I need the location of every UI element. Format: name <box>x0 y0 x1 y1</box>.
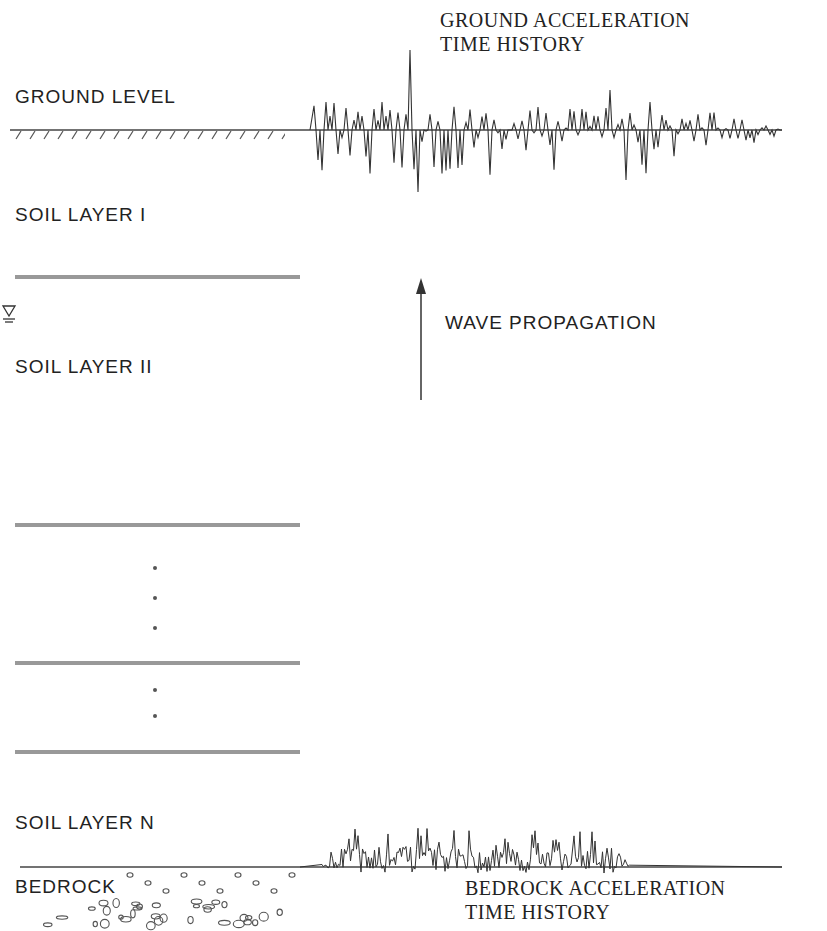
arrow-label: WAVE PROPAGATION <box>445 312 657 335</box>
pebble <box>99 900 108 906</box>
pebble <box>119 915 123 919</box>
pebble <box>253 920 258 926</box>
pebble <box>277 909 282 915</box>
trace-title: BEDROCK ACCELERATION TIME HISTORY <box>465 876 765 924</box>
pebble <box>43 923 52 927</box>
pebble <box>188 917 193 924</box>
pebble <box>56 916 67 919</box>
pebble <box>181 873 187 877</box>
pebble <box>151 914 160 919</box>
pebble <box>244 920 252 925</box>
ground-hatch <box>10 131 285 140</box>
layer-boundary <box>15 275 300 279</box>
pebble <box>103 906 110 915</box>
pebble <box>132 902 140 906</box>
layer-label: SOIL LAYER I <box>15 204 146 227</box>
layer-boundary <box>15 523 300 527</box>
pebble <box>147 922 156 930</box>
rock-label: BEDROCK <box>15 876 116 899</box>
pebble <box>152 903 160 908</box>
pebble <box>193 905 199 908</box>
pebble <box>218 920 230 925</box>
pebble <box>163 889 169 893</box>
pebble <box>100 919 109 928</box>
pebble <box>199 881 205 885</box>
water-table-symbol <box>3 306 15 322</box>
pebble <box>253 881 259 885</box>
pebble <box>113 899 119 908</box>
pebble <box>145 881 151 885</box>
continuation-dots <box>153 566 157 718</box>
bedrock-acceleration-trace <box>300 828 782 873</box>
pebble <box>203 905 215 909</box>
layer-label: SOIL LAYER N <box>15 812 155 835</box>
pebble <box>131 910 136 918</box>
pebble <box>222 901 227 907</box>
pebble <box>235 873 241 877</box>
pebble <box>93 921 97 926</box>
pebble <box>212 900 220 904</box>
layer-boundary <box>15 750 300 754</box>
wave-arrow <box>416 278 426 400</box>
ground-acceleration-trace <box>310 50 782 192</box>
pebble <box>154 917 162 926</box>
surface-label: GROUND LEVEL <box>15 86 176 109</box>
pebble <box>246 915 252 919</box>
pebble <box>259 912 268 921</box>
trace-title: GROUND ACCELERATION TIME HISTORY <box>440 8 720 56</box>
pebble <box>160 914 167 922</box>
pebble <box>289 873 295 877</box>
pebble <box>88 907 95 910</box>
bedrock-line <box>20 866 782 868</box>
pebble <box>217 889 223 893</box>
pebble <box>271 889 277 893</box>
layer-label: SOIL LAYER II <box>15 356 153 379</box>
layer-boundary <box>15 661 300 665</box>
pebble <box>127 873 133 877</box>
pebble <box>191 899 202 904</box>
